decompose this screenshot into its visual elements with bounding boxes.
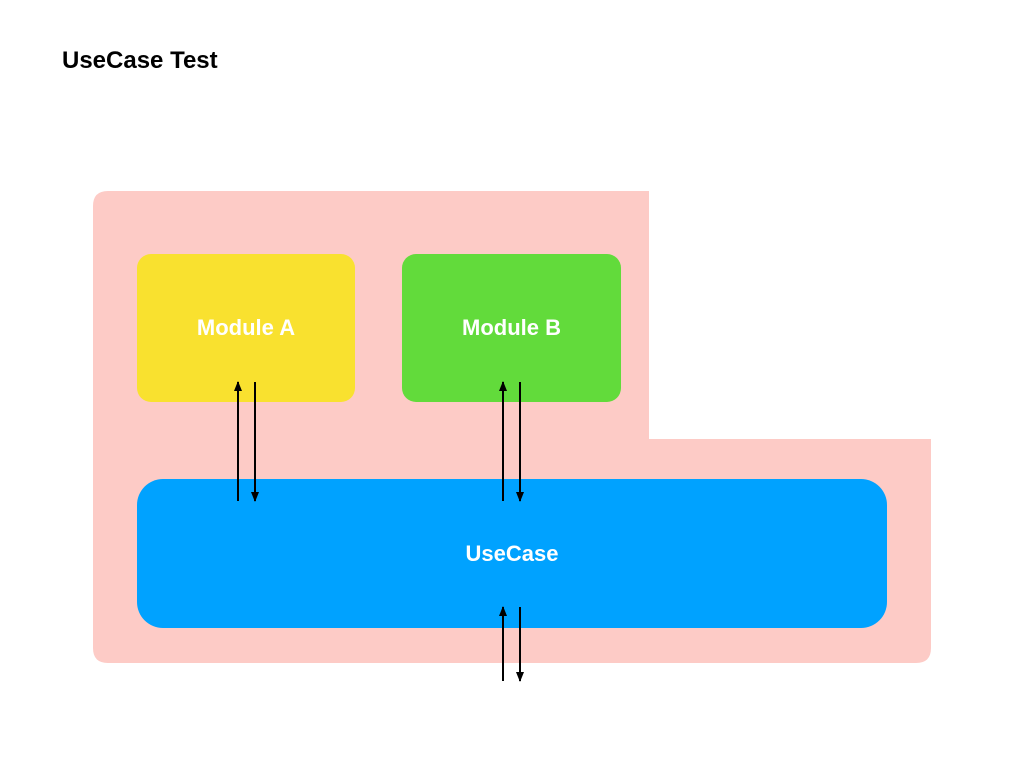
module-a-box: Module A (137, 254, 355, 402)
module-a-label: Module A (196, 315, 296, 340)
usecase-label: UseCase (465, 540, 559, 566)
module-b-label: Module B (462, 315, 561, 340)
module-b-box: Module B (402, 254, 621, 402)
usecase-box: UseCase (137, 479, 887, 628)
page-title: UseCase Test (62, 47, 218, 74)
